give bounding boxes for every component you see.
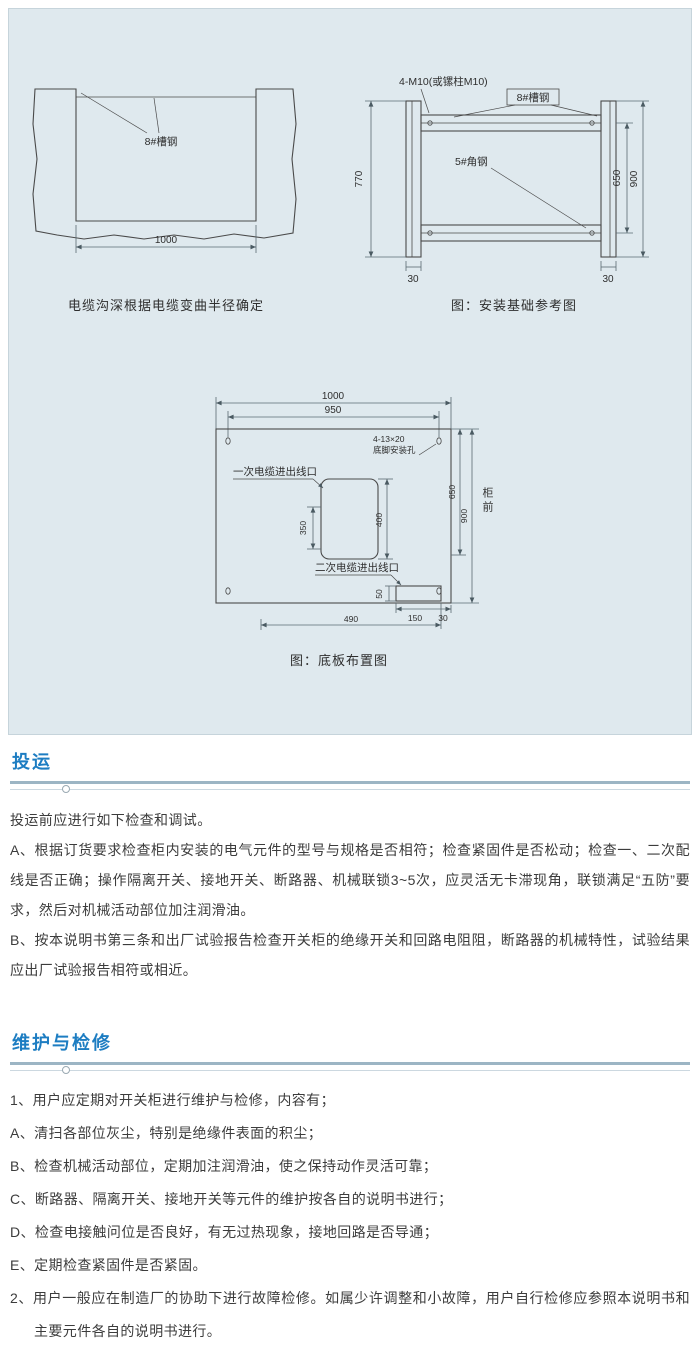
plate-primary-label: 一次电缆进出线口 xyxy=(233,465,317,478)
plate-inner-width-dim: 950 xyxy=(325,405,342,416)
rule-thin-line xyxy=(10,785,690,793)
list-item: 1、用户应定期对开关柜进行维护与检修，内容有； xyxy=(10,1092,335,1108)
paragraph: A、根据订货要求检查柜内安装的电气元件的型号与规格是否相符；检查紧固件是否松动；… xyxy=(10,842,690,918)
trench-channel-label: 8#槽钢 xyxy=(145,135,178,148)
diagrams-canvas: 8#槽钢 1000 电缆沟深根据电缆变曲半径确定 xyxy=(32,75,649,668)
foundation-height-dim: 770 xyxy=(354,170,365,187)
rule-thick-line xyxy=(10,781,690,784)
section-body: 1、用户应定期对开关柜进行维护与检修，内容有； A、清扫各部位灰尘，特别是绝缘件… xyxy=(10,1084,690,1348)
diagram-panel: 8#槽钢 1000 电缆沟深根据电缆变曲半径确定 xyxy=(8,8,692,735)
plate-caption: 图：底板布置图 xyxy=(290,653,388,668)
text-content: 投运 投运前应进行如下检查和调试。 A、根据订货要求检查柜内安装的电气元件的型号… xyxy=(10,748,690,1348)
section-commissioning: 投运 投运前应进行如下检查和调试。 A、根据订货要求检查柜内安装的电气元件的型号… xyxy=(10,748,690,985)
plate-diagram: 1000 950 4-13×20 底脚安装孔 一次电缆进出线口 xyxy=(215,391,479,668)
plate-right-inner-dim: 650 xyxy=(447,485,457,499)
section-rule xyxy=(10,781,690,793)
list-item: A、清扫各部位灰尘，特别是绝缘件表面的积尘； xyxy=(10,1125,323,1141)
foundation-channel-label: 8#槽钢 xyxy=(517,91,550,104)
rule-thick-line xyxy=(10,1062,690,1065)
foundation-caption: 图：安装基础参考图 xyxy=(451,298,577,313)
plate-secondary-height-dim: 50 xyxy=(374,589,384,599)
list-item: E、定期检查紧固件是否紧固。 xyxy=(10,1257,207,1273)
section-title: 维护与检修 xyxy=(12,1033,112,1053)
plate-secondary-label: 二次电缆进出线口 xyxy=(315,561,399,574)
plate-secondary-edge-dim: 30 xyxy=(438,613,448,623)
list-item: 2、用户一般应在制造厂的协助下进行故障检修。如属少许调整和小故障，用户自行检修应… xyxy=(10,1290,690,1339)
plate-secondary-width-dim: 150 xyxy=(408,613,422,623)
rule-dot-icon xyxy=(62,785,70,793)
plate-outer-width-dim: 1000 xyxy=(322,391,345,402)
plate-holes-label-2: 底脚安装孔 xyxy=(373,445,416,455)
paragraph: 投运前应进行如下检查和调试。 xyxy=(10,812,212,828)
foundation-left-30-dim: 30 xyxy=(407,274,419,285)
plate-secondary-offset-dim: 490 xyxy=(344,614,358,624)
plate-holes-label-1: 4-13×20 xyxy=(373,434,405,444)
trench-width-dim: 1000 xyxy=(155,235,178,246)
plate-primary-height-dim: 400 xyxy=(374,513,384,527)
list-item: D、检查电接触问位是否良好，有无过热现象，接地回路是否导通； xyxy=(10,1224,439,1240)
foundation-diagram: 4-M10(或镙柱M10) 8#槽钢 5#角钢 770 650 xyxy=(354,75,649,313)
section-maintenance: 维护与检修 1、用户应定期对开关柜进行维护与检修，内容有； A、清扫各部位灰尘，… xyxy=(10,1029,690,1348)
plate-right-outer-dim: 900 xyxy=(459,509,469,523)
paragraph: B、按本说明书第三条和出厂试验报告检查开关柜的绝缘开关和回路电阻阻，断路器的机械… xyxy=(10,932,690,978)
plate-primary-width-dim: 350 xyxy=(298,521,308,535)
foundation-outer-dim: 900 xyxy=(629,170,640,187)
list-item: B、检查机械活动部位，定期加注润滑油，使之保持动作灵活可靠； xyxy=(10,1158,438,1174)
section-body: 投运前应进行如下检查和调试。 A、根据订货要求检查柜内安装的电气元件的型号与规格… xyxy=(10,805,690,985)
rule-dot-icon xyxy=(62,1066,70,1074)
foundation-right-30-dim: 30 xyxy=(602,274,614,285)
rule-thin-line xyxy=(10,1066,690,1074)
trench-diagram: 8#槽钢 1000 电缆沟深根据电缆变曲半径确定 xyxy=(32,88,297,313)
section-title: 投运 xyxy=(12,752,52,772)
foundation-angle-label: 5#角钢 xyxy=(455,155,488,168)
list-item: C、断路器、隔离开关、接地开关等元件的维护按各自的说明书进行； xyxy=(10,1191,453,1207)
plate-front-label: 柜前 xyxy=(481,487,493,515)
trench-caption: 电缆沟深根据电缆变曲半径确定 xyxy=(68,298,264,313)
foundation-bolt-label: 4-M10(或镙柱M10) xyxy=(399,75,488,88)
section-rule xyxy=(10,1062,690,1074)
foundation-inner-dim: 650 xyxy=(612,169,623,186)
